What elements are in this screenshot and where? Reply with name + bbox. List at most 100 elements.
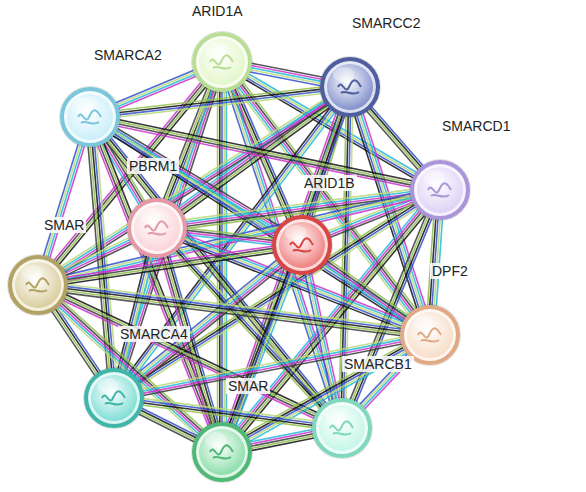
evidence-line	[118, 91, 322, 115]
evidence-line	[62, 237, 130, 270]
evidence-line	[97, 144, 208, 427]
protein-node: SMAR	[192, 422, 252, 482]
structure-glyph	[207, 440, 237, 464]
evidence-line	[249, 72, 322, 86]
evidence-line	[138, 266, 283, 384]
node-highlight	[423, 170, 444, 185]
evidence-line	[65, 294, 318, 413]
evidence-line	[138, 413, 196, 442]
node-label: SMARCA2	[92, 47, 164, 63]
node-highlight	[413, 315, 434, 330]
structure-glyph	[415, 323, 445, 347]
structure-glyph	[335, 75, 365, 99]
node-highlight	[140, 208, 161, 223]
interaction-edge	[138, 408, 199, 443]
structure-glyph	[142, 216, 172, 240]
evidence-line	[139, 412, 197, 441]
evidence-line	[326, 260, 408, 318]
interaction-edge	[305, 272, 339, 402]
structure-glyph	[327, 416, 357, 440]
evidence-line	[136, 263, 281, 381]
evidence-line	[231, 271, 291, 426]
evidence-line	[118, 119, 413, 181]
node-highlight	[333, 67, 354, 82]
evidence-line	[229, 270, 289, 425]
evidence-line	[59, 304, 202, 433]
interaction-edge	[43, 143, 85, 259]
node-highlight	[205, 432, 226, 447]
evidence-line	[113, 133, 406, 321]
structure-glyph	[75, 105, 105, 129]
evidence-line	[142, 398, 314, 421]
evidence-line	[307, 273, 335, 401]
evidence-line	[249, 429, 314, 442]
node-label: PBRM1	[127, 158, 179, 174]
evidence-line	[140, 410, 198, 439]
node-label: SMARCB1	[342, 356, 414, 372]
evidence-line	[327, 258, 409, 316]
node-label: SMARCC2	[350, 15, 422, 31]
interaction-edge	[249, 429, 316, 451]
protein-node: SMAR	[8, 255, 68, 315]
evidence-line	[56, 307, 199, 436]
evidence-line	[60, 302, 203, 431]
interaction-edge	[117, 119, 414, 187]
structure-glyph	[207, 50, 237, 74]
evidence-line	[142, 401, 314, 424]
protein-node: ARID1B	[272, 215, 332, 275]
evidence-line	[305, 273, 333, 401]
evidence-line	[233, 272, 293, 427]
evidence-line	[118, 93, 322, 117]
evidence-line	[118, 89, 322, 113]
evidence-line	[45, 143, 80, 258]
interaction-edge	[64, 193, 413, 282]
node-highlight	[325, 408, 346, 423]
node-highlight	[97, 378, 118, 393]
node-highlight	[285, 225, 306, 240]
evidence-line	[249, 70, 322, 84]
node-label: SMAR	[226, 378, 270, 394]
structure-glyph	[425, 178, 455, 202]
evidence-line	[115, 70, 195, 103]
evidence-line	[323, 264, 405, 322]
interaction-edge	[56, 301, 204, 437]
evidence-line	[64, 296, 317, 415]
protein-node: SMARCD1	[410, 160, 470, 220]
evidence-line	[141, 408, 199, 437]
node-label: SMARCD1	[440, 118, 512, 134]
protein-node: SMARCC2	[320, 57, 380, 117]
interaction-edge	[229, 270, 295, 427]
protein-node: SMARCB1	[312, 398, 372, 458]
evidence-line	[309, 272, 337, 400]
node-label: SMARCA4	[118, 326, 190, 342]
evidence-line	[118, 122, 413, 184]
evidence-line	[65, 293, 401, 336]
node-label: SMAR	[42, 217, 86, 233]
node-highlight	[73, 97, 94, 112]
evidence-line	[49, 145, 84, 260]
evidence-line	[65, 291, 401, 334]
evidence-line	[47, 144, 82, 259]
structure-glyph	[23, 273, 53, 297]
evidence-line	[371, 106, 424, 167]
evidence-line	[43, 143, 78, 258]
protein-node: PBRM1	[127, 198, 187, 258]
evidence-line	[249, 431, 314, 444]
evidence-line	[115, 72, 195, 105]
interaction-edge	[62, 237, 133, 276]
evidence-line	[311, 272, 339, 400]
structure-glyph	[99, 386, 129, 410]
protein-node: SMARCA4	[84, 368, 144, 428]
evidence-line	[324, 262, 406, 320]
evidence-line	[63, 239, 131, 272]
node-highlight	[205, 42, 226, 57]
node-highlight	[21, 265, 42, 280]
evidence-line	[57, 305, 200, 434]
structure-glyph	[287, 233, 317, 257]
evidence-line	[235, 272, 295, 427]
protein-node: ARID1A	[192, 32, 252, 92]
interaction-edge	[323, 258, 409, 321]
node-label: DPF2	[430, 263, 470, 279]
interaction-edge	[65, 284, 403, 336]
evidence-line	[66, 252, 275, 284]
